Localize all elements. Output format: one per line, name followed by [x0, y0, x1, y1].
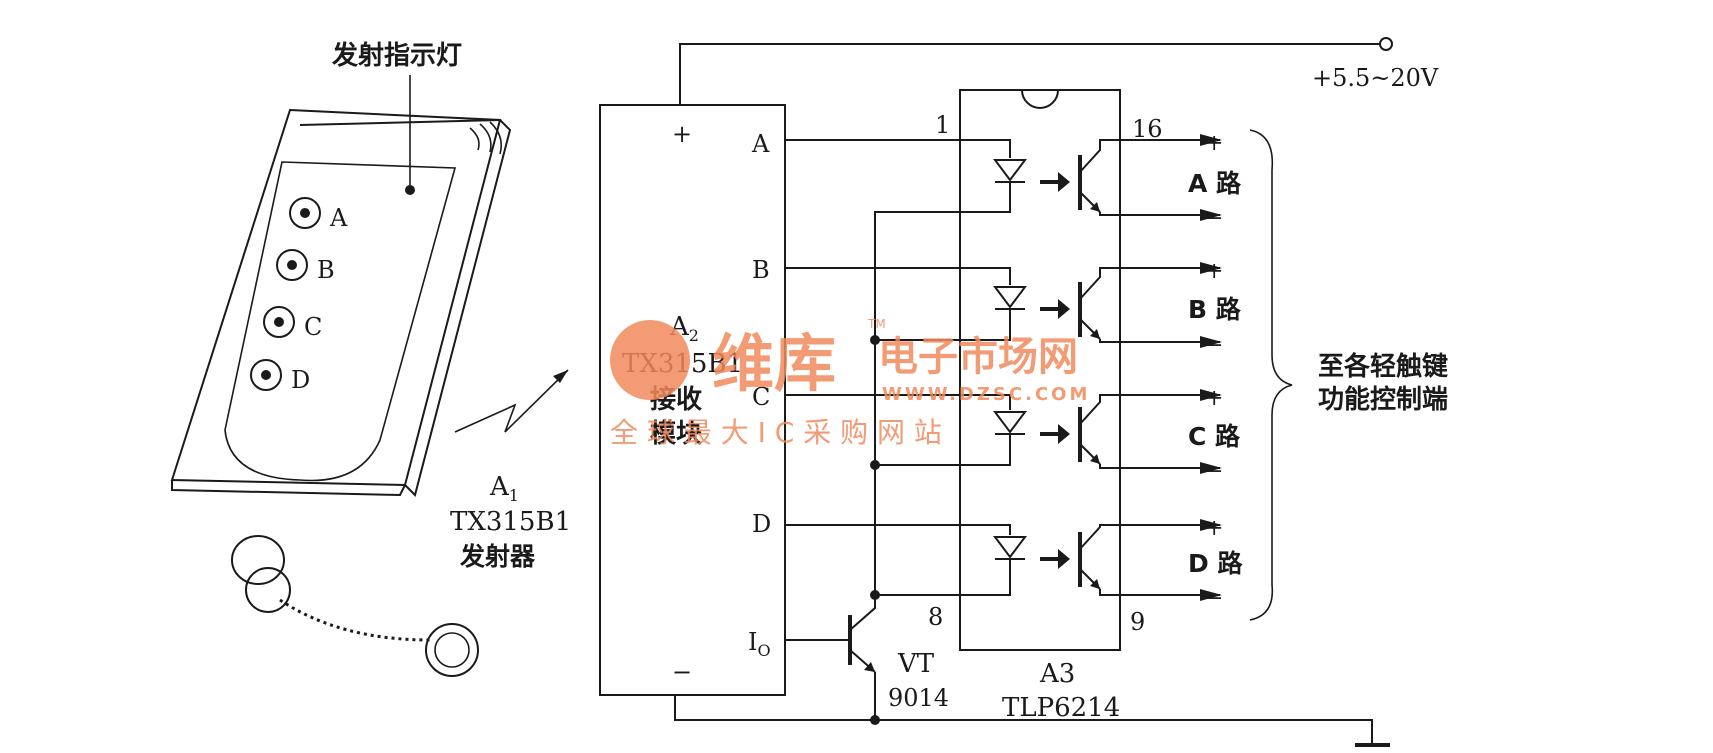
receiver-pin-b: B	[752, 256, 770, 284]
key-ring-chain	[231, 535, 479, 677]
radio-signal-arrow	[454, 369, 569, 433]
output-b-plus: +	[1205, 259, 1223, 284]
output-a-label: A 路	[1188, 169, 1242, 198]
transistor-model: 9014	[888, 684, 949, 712]
output-d-plus: +	[1205, 516, 1223, 541]
channel-b-led	[785, 267, 1070, 325]
indicator-label: 发射指示灯	[331, 40, 462, 71]
receiver-module-box	[599, 104, 786, 696]
output-c-plus: +	[1205, 386, 1223, 411]
ic-pin-16: 16	[1132, 115, 1163, 143]
ground-rail	[674, 695, 1390, 747]
watermark-logo-icon	[610, 320, 690, 400]
ic-pin-1: 1	[935, 111, 950, 139]
optocoupler-ic-box	[959, 89, 1121, 651]
output-a-plus: +	[1205, 131, 1223, 156]
supply-voltage-label: +5.5~20V	[1312, 64, 1439, 92]
transmitter-designator: A1	[489, 472, 519, 505]
output-b-label: B 路	[1188, 295, 1242, 324]
output-note-line1: 至各轻触键	[1318, 351, 1448, 382]
transistor-name: VT	[897, 649, 935, 679]
receiver-pin-io: IO	[748, 628, 771, 660]
ic-designator: A3	[1039, 659, 1075, 689]
channel-d-phototransistor	[1078, 519, 1222, 601]
ic-pin-9: 9	[1130, 608, 1145, 636]
receiver-pin-d: D	[752, 510, 771, 538]
watermark-url: WWW.DZSC.COM	[882, 384, 1090, 405]
transmit-indicator-led	[405, 75, 415, 195]
output-d-minus: −	[1205, 586, 1223, 611]
output-note-line2: 功能控制端	[1318, 384, 1448, 415]
button-label-d: D	[291, 366, 310, 394]
transmitter-button-c	[263, 306, 295, 338]
transmitter-model: TX315B1	[450, 507, 571, 537]
receiver-name-line2: 模块	[650, 419, 702, 449]
transmitter-name: 发射器	[459, 542, 536, 571]
channel-a-phototransistor	[1078, 134, 1222, 221]
cathode-bus	[870, 198, 1011, 600]
transmitter-button-d	[250, 359, 282, 391]
transmitter-button-a	[289, 197, 321, 229]
channel-b-phototransistor	[1078, 262, 1222, 348]
button-label-a: A	[329, 204, 348, 232]
output-d-label: D 路	[1188, 549, 1243, 578]
channel-d-led	[785, 524, 1070, 575]
channel-c-led	[785, 394, 1070, 450]
output-c-label: C 路	[1188, 422, 1241, 451]
channel-a-led	[785, 139, 1070, 198]
transmitter-button-b	[276, 249, 308, 281]
output-a-minus: −	[1205, 206, 1223, 231]
channel-c-phototransistor	[1078, 389, 1222, 474]
transmitter-body	[170, 108, 512, 497]
watermark-slogan: 全 球 最 大 I C 采 购 网 站	[610, 416, 942, 449]
button-label-c: C	[304, 313, 322, 341]
watermark: 维库 TM 电子市场网 WWW.DZSC.COM 全 球 最 大 I C 采 购…	[610, 317, 1090, 449]
output-c-minus: −	[1205, 459, 1223, 484]
watermark-brand: 维库	[712, 327, 836, 400]
button-label-b: B	[317, 256, 335, 284]
ic-model: TLP6214	[1002, 693, 1120, 723]
watermark-site-name: 电子市场网	[878, 334, 1078, 380]
ic-notch	[1021, 89, 1059, 109]
transistor-vt	[785, 595, 880, 725]
receiver-pin-c: C	[752, 383, 770, 411]
supply-rail	[679, 37, 1393, 105]
output-b-minus: −	[1205, 333, 1223, 358]
output-brace	[1249, 129, 1293, 621]
ic-pin-8: 8	[928, 603, 943, 631]
receiver-plus: +	[672, 120, 692, 148]
receiver-pin-a: A	[751, 130, 770, 158]
receiver-minus: −	[672, 658, 692, 686]
watermark-tm: TM	[867, 317, 886, 331]
